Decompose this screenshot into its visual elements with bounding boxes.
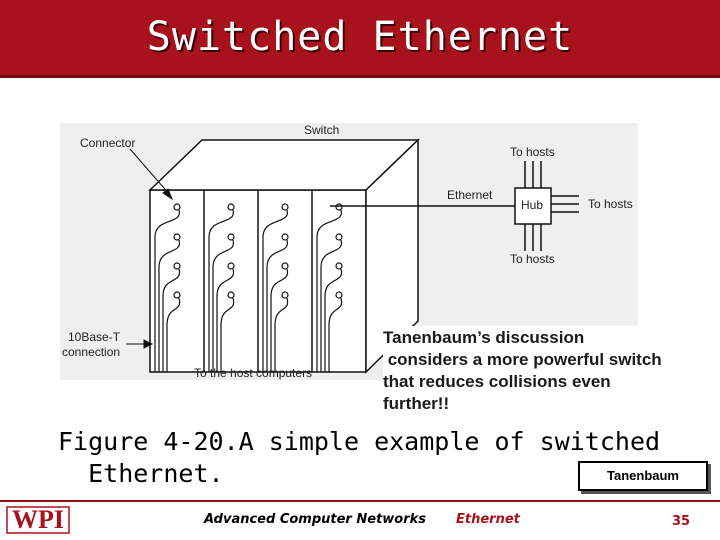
host-cable — [208, 209, 234, 372]
caption-line-2: Ethernet. — [58, 459, 224, 488]
figure-caption: Figure 4-20.A simple example of switched… — [58, 426, 698, 490]
logo-frame-icon — [6, 506, 70, 534]
footer-course: Advanced Computer Networks — [204, 512, 427, 527]
host-cable — [154, 209, 180, 372]
to-hosts-right-label: To hosts — [588, 197, 633, 211]
wpi-logo: WPI — [6, 506, 70, 534]
callout-line: that reduces collisions even — [383, 372, 611, 391]
arrow-group — [126, 148, 174, 349]
host-cable — [324, 268, 343, 372]
hub-group — [330, 161, 579, 251]
host-computers-label: To the host computers — [194, 366, 312, 380]
connector-port — [281, 291, 289, 299]
connector-port — [335, 262, 343, 270]
host-cable — [316, 209, 342, 372]
figure-diagram: Switch Connector Ethernet Hub To hosts T… — [62, 123, 633, 380]
connector-port — [173, 203, 181, 211]
to-hosts-bottom-label: To hosts — [510, 252, 555, 266]
title-bar: Switched Ethernet — [0, 0, 720, 78]
port-group — [154, 203, 343, 372]
host-cable — [328, 297, 343, 372]
connector-port — [281, 262, 289, 270]
ethernet-label: Ethernet — [447, 188, 493, 202]
hub-label: Hub — [521, 198, 543, 212]
connector-port — [335, 291, 343, 299]
slide-title: Switched Ethernet — [146, 14, 574, 60]
callout-line: considers a more powerful switch — [383, 350, 662, 369]
connector-port — [335, 203, 343, 211]
host-cable — [262, 209, 288, 372]
base-t-arrowhead — [143, 339, 154, 349]
host-cable — [270, 268, 289, 372]
host-cable — [166, 297, 181, 372]
host-cable — [320, 239, 342, 372]
base-t-label-line2: connection — [62, 345, 120, 359]
source-tag: Tanenbaum — [578, 461, 708, 491]
callout-text: Tanenbaum’s discussion considers a more … — [383, 326, 720, 415]
connector-port — [227, 233, 235, 241]
connector-port — [281, 233, 289, 241]
connector-label: Connector — [80, 136, 135, 150]
switch-label: Switch — [304, 123, 339, 137]
connector-port — [335, 233, 343, 241]
host-cable — [266, 239, 288, 372]
connector-port — [173, 262, 181, 270]
host-cable — [216, 268, 235, 372]
host-cable — [274, 297, 289, 372]
connector-port — [227, 203, 235, 211]
connector-port — [227, 291, 235, 299]
connector-port — [173, 233, 181, 241]
to-hosts-top-label: To hosts — [510, 145, 555, 159]
connector-port — [281, 203, 289, 211]
connector-arrow — [129, 148, 171, 196]
footer-divider — [0, 500, 720, 502]
footer-topic: Ethernet — [456, 512, 520, 527]
caption-line-1: Figure 4-20.A simple example of switched — [58, 427, 661, 456]
base-t-label-line1: 10Base-T — [68, 330, 121, 344]
host-cable — [212, 239, 234, 372]
host-cable — [158, 239, 180, 372]
switched-ethernet-figure: Switch Connector Ethernet Hub To hosts T… — [60, 123, 638, 380]
host-cable — [220, 297, 235, 372]
host-cable — [162, 268, 181, 372]
connector-port — [173, 291, 181, 299]
connector-arrowhead — [162, 188, 174, 201]
connector-port — [227, 262, 235, 270]
callout-line: further!! — [383, 394, 450, 413]
page-number: 35 — [672, 514, 691, 529]
logo-text: WPI — [12, 505, 64, 534]
callout-line: Tanenbaum’s discussion — [383, 328, 585, 347]
switch-box — [148, 138, 420, 374]
